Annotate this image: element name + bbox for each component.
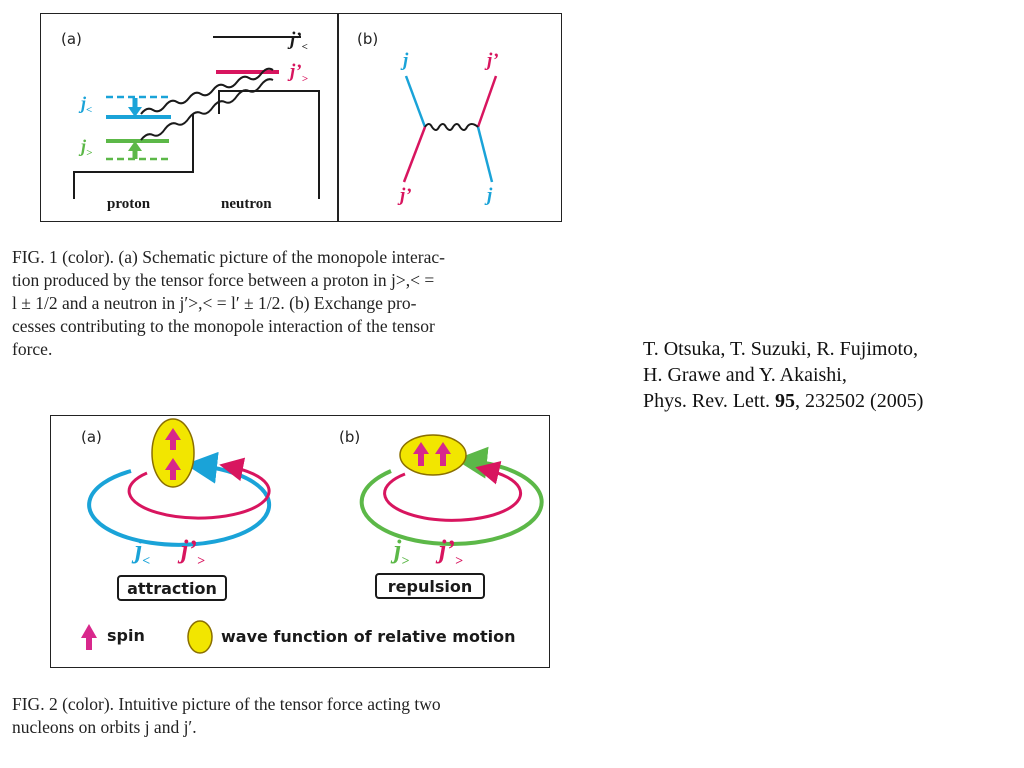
legend-spin-label: spin [107, 626, 145, 645]
fig1-panel-a-label: (a) [61, 30, 82, 48]
neutron-well [218, 90, 320, 199]
figure-2-caption: FIG. 2 (color). Intuitive picture of the… [12, 693, 592, 739]
exchange-label-top-left: j [400, 50, 409, 71]
proton-label: proton [107, 196, 151, 212]
interaction-wave-upper [140, 67, 274, 115]
reference-journal: Phys. Rev. Lett. 95, 232502 (2005) [643, 390, 923, 412]
arrow-up-icon [128, 141, 142, 151]
exchange-line-top-left [404, 75, 427, 128]
reference-authors-line-1: T. Otsuka, T. Suzuki, R. Fujimoto, [643, 338, 919, 360]
caption-line: nucleons on orbits j and j′. [12, 717, 197, 737]
caption-line: cesses contributing to the monopole inte… [12, 316, 435, 336]
legend-wave-function-label: wave function of relative motion [221, 627, 515, 646]
figure-1-caption: FIG. 1 (color). (a) Schematic picture of… [12, 246, 568, 361]
exchange-label-bottom-right: j [484, 185, 493, 206]
spin-up-icon [435, 442, 451, 466]
reference-authors-line-2: H. Grawe and Y. Akaishi, [643, 364, 847, 386]
attraction-label: attraction [127, 579, 217, 598]
label-j-less-prime: j’< [287, 29, 308, 53]
neutron-label: neutron [221, 196, 272, 212]
exchange-line-top-right [476, 75, 498, 128]
wave-function-horizontal [399, 434, 467, 476]
caption-line: FIG. 1 (color). (a) Schematic picture of… [12, 247, 445, 267]
fig1-panel-b-label: (b) [357, 30, 378, 48]
repulsion-box [375, 573, 485, 599]
reference-volume: 95 [775, 390, 796, 412]
orbit-j-less [87, 451, 272, 547]
figure-2-diagram: (a) j< j’> attraction (b) j> j’> repulsi… [81, 418, 544, 654]
exchange-label-top-right: j’ [484, 50, 499, 71]
label-b-j-greater-prime: j’> [435, 535, 463, 569]
label-a-j-greater-prime: j’> [177, 535, 205, 569]
orbit-j-greater-prime [127, 457, 271, 520]
legend-spin-icon [81, 624, 97, 650]
orbit-j-greater-prime-b [383, 461, 523, 522]
exchange-line-bottom-right [476, 126, 494, 183]
spin-up-icon [413, 442, 429, 466]
caption-line: force. [12, 339, 53, 359]
figure-1-diagram: (a) j’< j’> j< j> proton [61, 29, 499, 212]
repulsion-label: repulsion [388, 577, 472, 596]
caption-line: l ± 1/2 and a neutron in j′>,< = l′ ± 1/… [12, 293, 417, 313]
arrow-down-icon [128, 107, 142, 117]
wave-function-vertical [151, 418, 195, 488]
reference-journal-prefix: Phys. Rev. Lett. [643, 390, 776, 412]
exchange-line-bottom-left [402, 126, 427, 183]
figure-2: (a) j< j’> attraction (b) j> j’> repulsi… [50, 415, 550, 668]
reference-citation: T. Otsuka, T. Suzuki, R. Fujimoto, H. Gr… [643, 336, 923, 414]
interaction-wave-lower [140, 78, 274, 141]
exchange-wave [424, 123, 479, 131]
figure-1-divider [337, 14, 339, 221]
fig2-panel-a-label: (a) [81, 428, 102, 446]
spin-up-icon [165, 428, 181, 450]
caption-line: FIG. 2 (color). Intuitive picture of the… [12, 694, 441, 714]
spin-up-icon [165, 458, 181, 480]
reference-pages-year: , 232502 (2005) [795, 390, 924, 412]
figure-1: (a) j’< j’> j< j> proton [40, 13, 562, 222]
label-proton-j-less: j< [78, 93, 92, 116]
label-proton-j-greater: j> [78, 136, 92, 159]
fig2-panel-b-label: (b) [339, 428, 360, 446]
proton-well [73, 114, 194, 199]
label-j-greater-prime: j’> [287, 61, 308, 85]
legend-wave-function-icon [187, 620, 213, 654]
orbit-j-greater [359, 446, 544, 546]
attraction-box [117, 575, 227, 601]
exchange-label-bottom-left: j’ [397, 185, 412, 206]
caption-line: tion produced by the tensor force betwee… [12, 270, 435, 290]
